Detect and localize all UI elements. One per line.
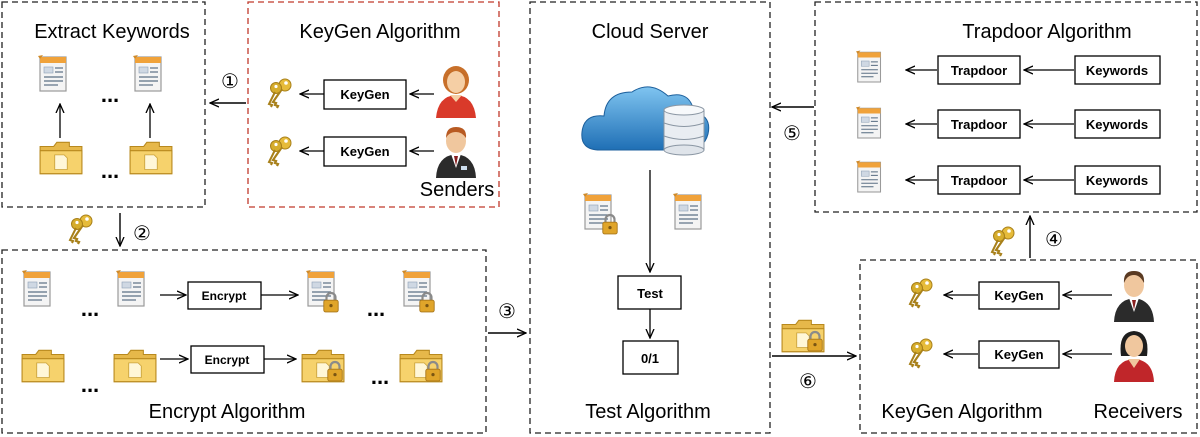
document-icon (116, 270, 145, 307)
ellipsis: ... (367, 296, 385, 321)
keygen-senders-frame (247, 1, 500, 208)
keygen-receivers-title: KeyGen Algorithm (881, 401, 1042, 423)
result-box (622, 340, 679, 375)
female-sender-icon (436, 66, 476, 118)
key-icon (908, 337, 934, 370)
key-icon (267, 135, 293, 168)
extract-keywords-frame (1, 1, 206, 208)
keywords-box (1074, 109, 1161, 139)
step-1-label: ① (221, 71, 239, 93)
trapdoor-box-label: Trapdoor (951, 117, 1007, 132)
step-6-label: ⑥ (799, 371, 817, 393)
receivers-label: Receivers (1094, 401, 1183, 423)
keywords-box-label: Keywords (1086, 173, 1148, 188)
keygen-box (978, 340, 1060, 369)
extract-keywords-title: Extract Keywords (34, 21, 190, 43)
test-title: Test Algorithm (585, 401, 711, 423)
trapdoor-box (937, 55, 1021, 85)
document-icon (38, 55, 67, 92)
keygen-box (323, 136, 407, 167)
ellipsis: ... (371, 364, 389, 389)
trapdoor-document-icon (856, 50, 882, 83)
step-3-label: ③ (498, 301, 516, 323)
key-icon (267, 77, 293, 110)
keygen-box-label: KeyGen (340, 87, 389, 102)
male-sender-icon (436, 127, 476, 178)
folder-icon (113, 349, 157, 383)
keygen-box-label: KeyGen (994, 288, 1043, 303)
ellipsis: ... (101, 82, 119, 107)
folder-icon (39, 141, 83, 175)
trapdoor-box-label: Trapdoor (951, 173, 1007, 188)
keygen-box-label: KeyGen (994, 347, 1043, 362)
trapdoor-box-label: Trapdoor (951, 63, 1007, 78)
trapdoor-document-icon (856, 160, 882, 193)
encrypt-box-label: Encrypt (202, 289, 247, 303)
ellipsis: ... (101, 158, 119, 183)
encrypt-frame (1, 249, 487, 434)
ellipsis: ... (81, 372, 99, 397)
ellipsis: ... (81, 296, 99, 321)
trapdoor-box (937, 165, 1021, 195)
trapdoor-frame (814, 1, 1198, 213)
encrypt-box (190, 345, 265, 374)
keywords-box-label: Keywords (1086, 117, 1148, 132)
senders-label: Senders (420, 179, 495, 201)
trapdoor-document-icon (856, 106, 882, 139)
female-receiver-icon (1114, 331, 1154, 382)
step-2-label: ② (133, 223, 151, 245)
test-box (617, 275, 682, 310)
step-5-label: ⑤ (783, 123, 801, 145)
encrypt-title: Encrypt Algorithm (149, 401, 306, 423)
folder-icon (129, 141, 173, 175)
step-4-label: ④ (1045, 229, 1063, 251)
keygen-box (978, 281, 1060, 310)
encrypt-box-label: Encrypt (205, 353, 250, 367)
encrypt-box (187, 281, 262, 310)
keywords-box-label: Keywords (1086, 63, 1148, 78)
trapdoor-title: Trapdoor Algorithm (962, 21, 1131, 43)
trapdoor-document-icon (673, 193, 702, 230)
keygen-box (323, 79, 407, 110)
keygen-receivers-frame (859, 259, 1198, 434)
cloud-server-frame (529, 1, 771, 434)
keywords-box (1074, 165, 1161, 195)
folder-icon (21, 349, 65, 383)
test-box-label: Test (637, 286, 663, 301)
trapdoor-box (937, 109, 1021, 139)
database-icon (663, 104, 705, 156)
keywords-box (1074, 55, 1161, 85)
key-icon (908, 277, 934, 310)
key-icon (990, 225, 1016, 258)
document-icon (133, 55, 162, 92)
cloud-server-title: Cloud Server (592, 21, 709, 43)
male-receiver-icon (1114, 271, 1154, 322)
keygen-senders-title: KeyGen Algorithm (299, 21, 460, 43)
result-box-label: 0/1 (641, 351, 659, 366)
document-icon (22, 270, 51, 307)
keygen-box-label: KeyGen (340, 144, 389, 159)
key-icon (68, 213, 94, 246)
